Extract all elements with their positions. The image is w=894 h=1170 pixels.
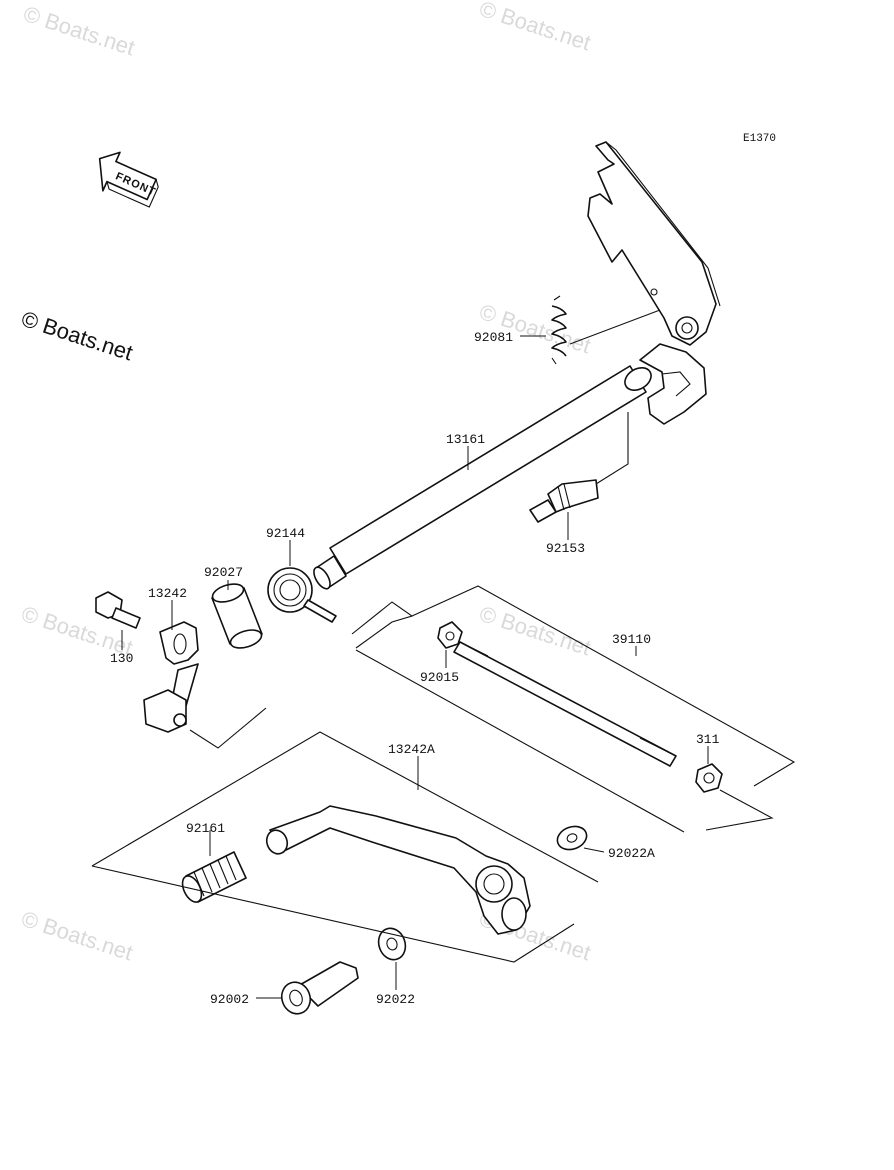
pin-92153 xyxy=(529,479,599,523)
rubber-92161 xyxy=(181,851,247,903)
label-39110: 39110 xyxy=(612,632,651,647)
label-130: 130 xyxy=(110,651,133,666)
spring-92081 xyxy=(551,295,567,365)
washer-92022A xyxy=(556,825,588,851)
front-arrow-icon: FRONT xyxy=(98,151,159,208)
copyright-text: © Boats.net xyxy=(18,306,135,365)
shift-shaft-13161 xyxy=(313,343,707,590)
label-92022A: 92022A xyxy=(608,846,655,861)
bolt-92002 xyxy=(280,961,359,1015)
washer-92022 xyxy=(377,927,407,961)
shift-pedal-13242A xyxy=(265,805,531,935)
watermark-mid-right: © Boats.net xyxy=(476,299,593,358)
watermark-bottom-left: © Boats.net xyxy=(18,906,135,965)
label-13242: 13242 xyxy=(148,586,187,601)
label-311: 311 xyxy=(696,732,720,747)
watermark-top-right: © Boats.net xyxy=(476,0,593,55)
label-92144: 92144 xyxy=(266,526,305,541)
shift-fork xyxy=(587,141,721,346)
bolt-130 xyxy=(95,591,141,629)
shift-arm-13242 xyxy=(143,621,199,733)
label-92002: 92002 xyxy=(210,992,249,1007)
collar-92027 xyxy=(211,583,263,649)
label-92015: 92015 xyxy=(420,670,459,685)
watermark-center: © Boats.net xyxy=(476,601,593,660)
label-13161: 13161 xyxy=(446,432,485,447)
label-13242A: 13242A xyxy=(388,742,435,757)
watermark-top-left: © Boats.net xyxy=(20,1,137,60)
nut-92015 xyxy=(437,621,463,649)
label-92027: 92027 xyxy=(204,565,243,580)
label-92161: 92161 xyxy=(186,821,225,836)
assembly-outlines xyxy=(91,412,796,963)
part-labels: 92081 13161 92153 92144 92027 13242 130 … xyxy=(110,330,720,1007)
label-92153: 92153 xyxy=(546,541,585,556)
leader-lines xyxy=(121,309,709,999)
diagram-code: E1370 xyxy=(743,133,776,145)
torsion-spring-92144 xyxy=(267,567,337,623)
label-92022: 92022 xyxy=(376,992,415,1007)
tie-rod-39110 xyxy=(453,641,677,767)
label-92081: 92081 xyxy=(474,330,513,345)
nut-311 xyxy=(695,763,723,793)
